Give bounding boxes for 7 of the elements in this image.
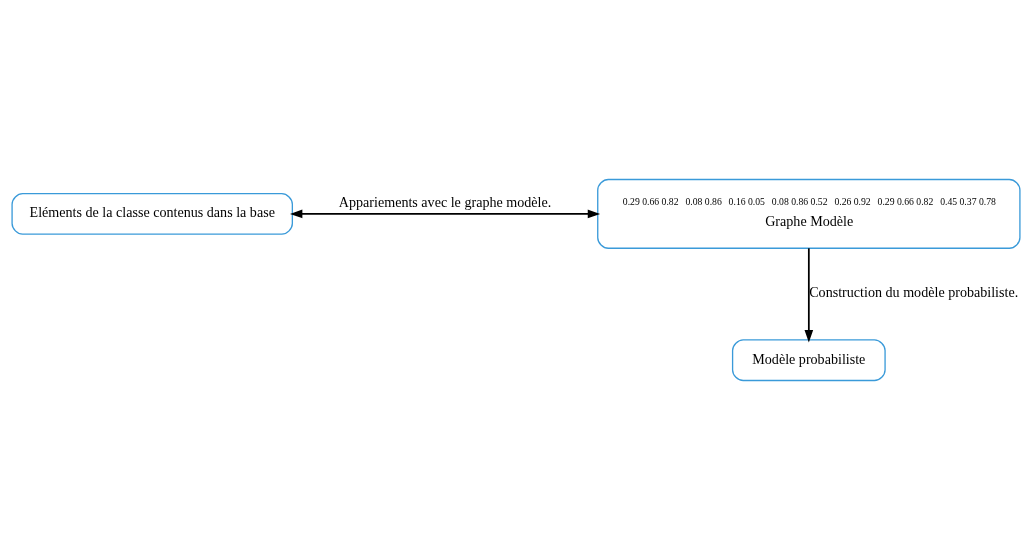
arrow	[804, 247, 814, 343]
node-box: Modèle probabiliste	[731, 339, 886, 382]
edge-label: Appariements avec le graphe modèle.	[338, 193, 552, 210]
node-box: 0.29 0.66 0.82 0.08 0.86 0.16 0.05 0.08 0.86 0.52 0.26 0.92 0.29 0.66 0.82 0.45 0.37 0.78 Graphe Modèle	[597, 178, 1021, 249]
edge-label: Construction du modèle probabiliste.	[809, 284, 1019, 301]
node-box: Eléments de la classe contenus dans la base	[11, 192, 294, 235]
arrow	[290, 209, 601, 219]
